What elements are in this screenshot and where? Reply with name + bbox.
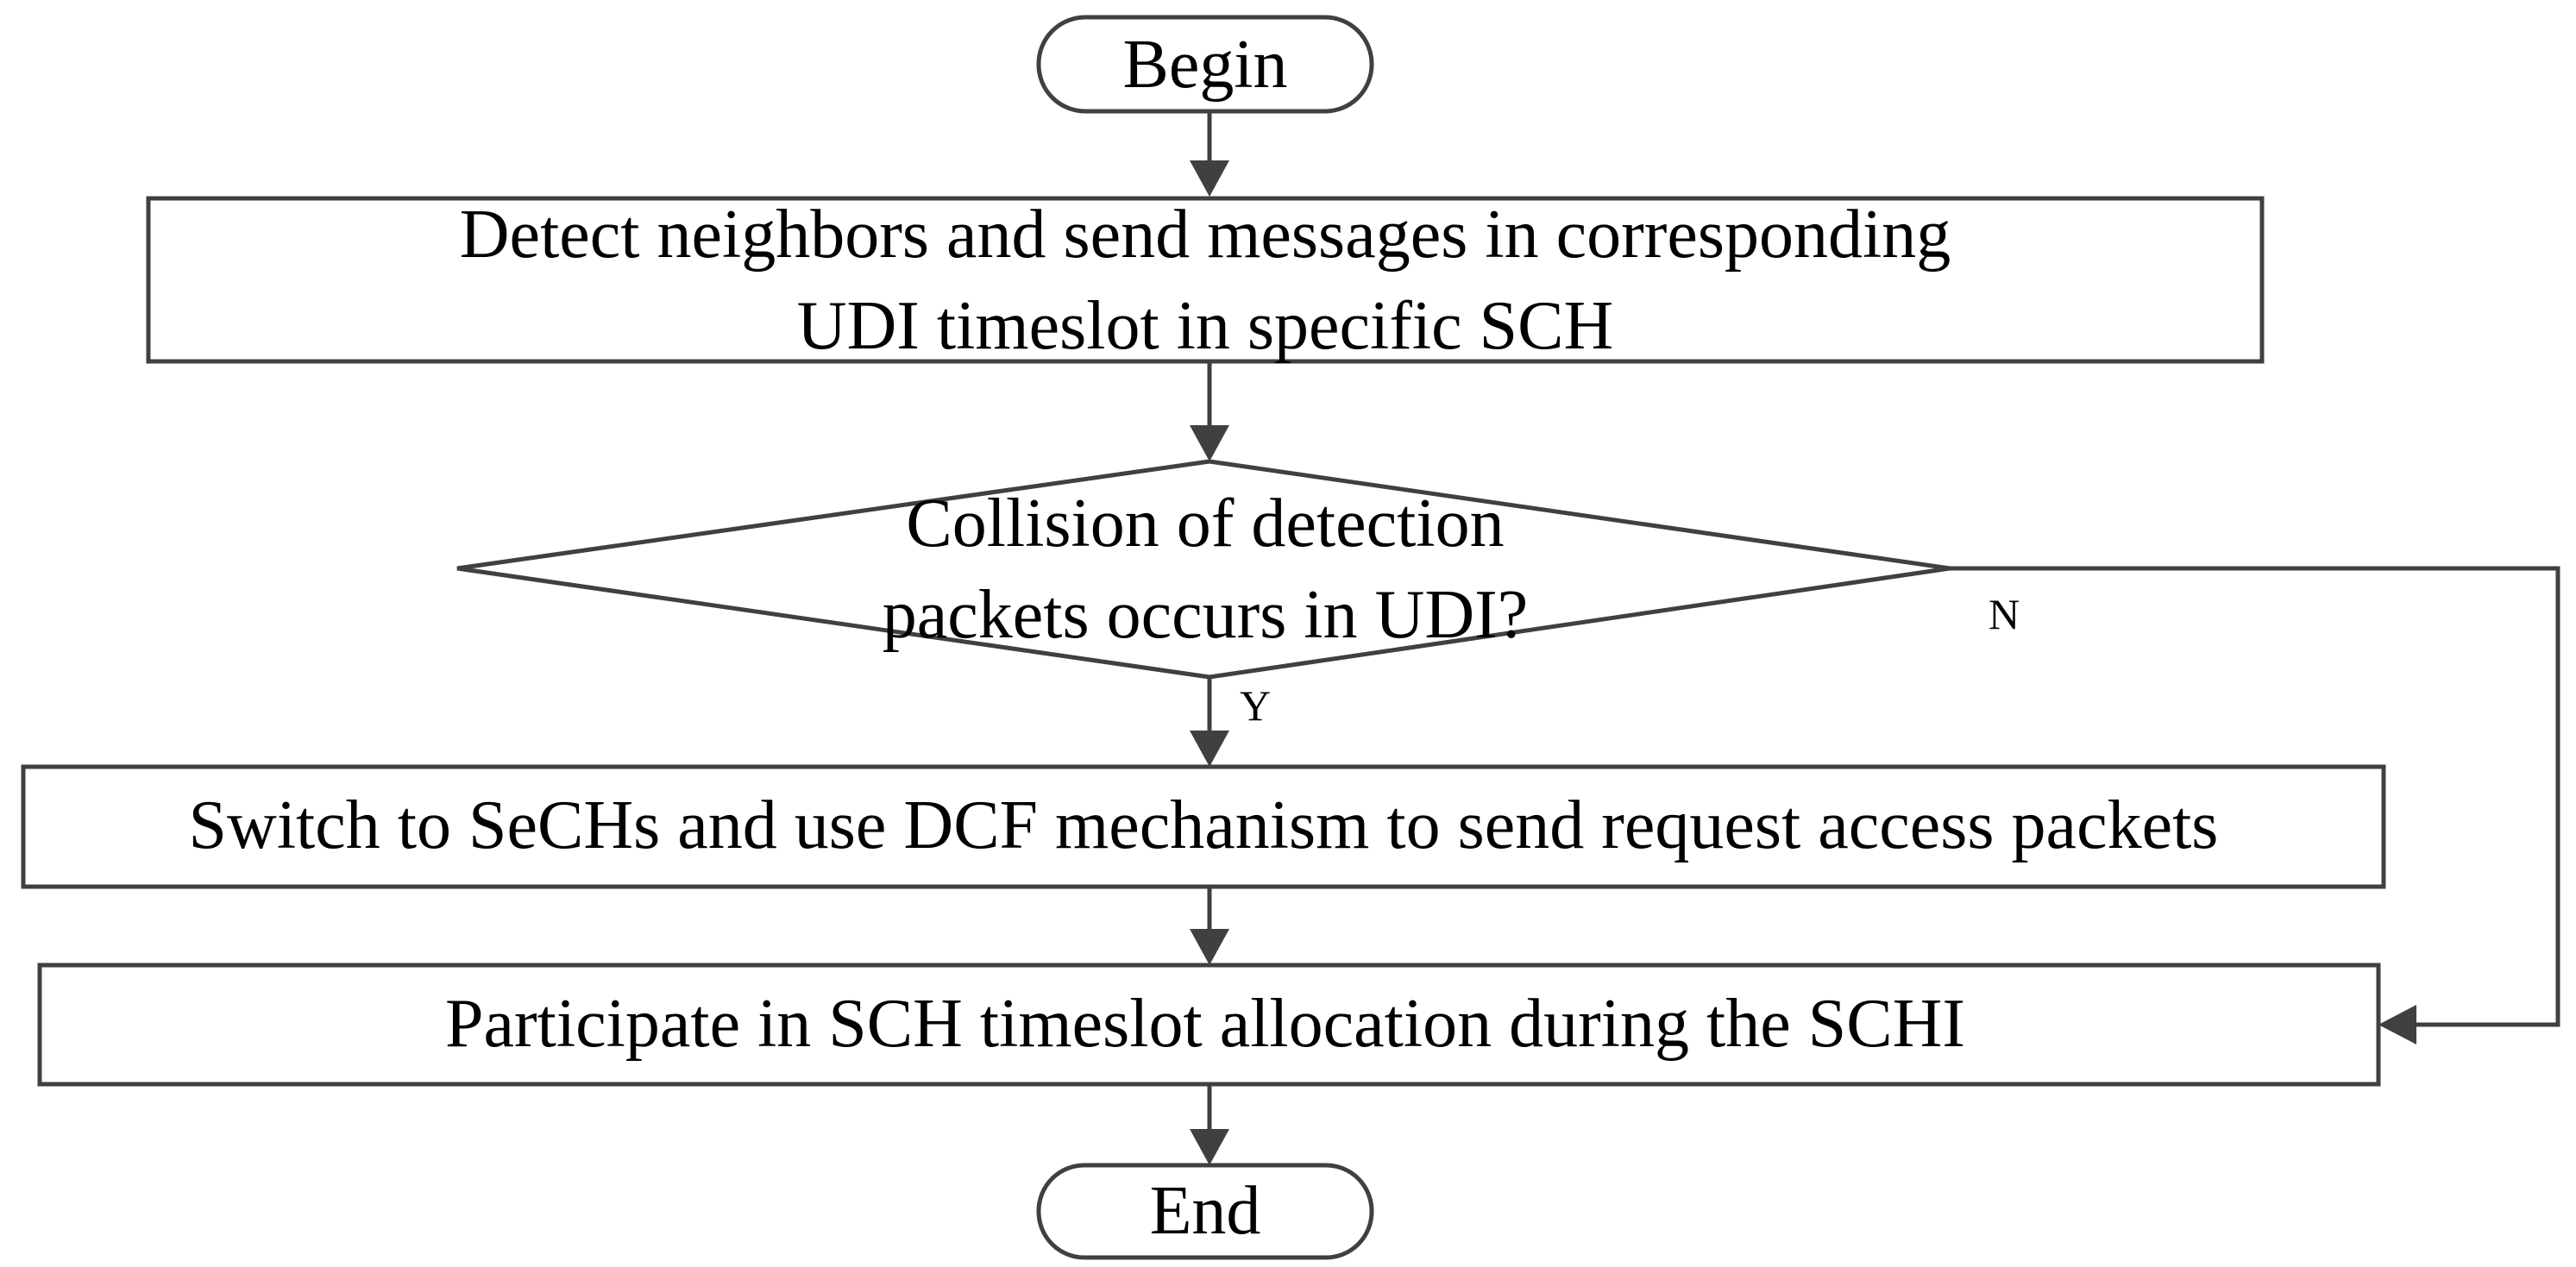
participate-label: Participate in SCH timeslot allocation d… <box>445 986 1965 1062</box>
end-terminal <box>1036 1163 1374 1260</box>
decision-label-line2: packets occurs in UDI? <box>883 577 1529 653</box>
participate-process-box <box>37 963 2381 1087</box>
arrowhead-end <box>1190 1129 1229 1165</box>
no-branch-label: N <box>1989 590 2020 638</box>
detect-label-line2: UDI timeslot in specific SCH <box>797 288 1614 364</box>
switch-process-box <box>21 764 2386 889</box>
collision-decision-diamond <box>456 459 1951 680</box>
yes-branch-label: Y <box>1240 681 1271 730</box>
detect-label-line1: Detect neighbors and send messages in co… <box>460 197 1951 273</box>
arrowhead-participate <box>1190 929 1229 965</box>
decision-label-line1: Collision of detection <box>906 486 1504 561</box>
arrowhead-switch <box>1190 731 1229 767</box>
switch-label: Switch to SeCHs and use DCF mechanism to… <box>189 787 2219 863</box>
connector-decision-no <box>1950 566 2560 1027</box>
arrowhead-no-branch <box>2378 1005 2416 1044</box>
arrowhead-detect <box>1190 160 1229 197</box>
begin-terminal <box>1036 15 1374 114</box>
detect-process-box <box>146 196 2265 364</box>
begin-label: Begin <box>1122 27 1287 103</box>
end-label: End <box>1150 1173 1261 1249</box>
arrowhead-decision <box>1190 425 1229 461</box>
